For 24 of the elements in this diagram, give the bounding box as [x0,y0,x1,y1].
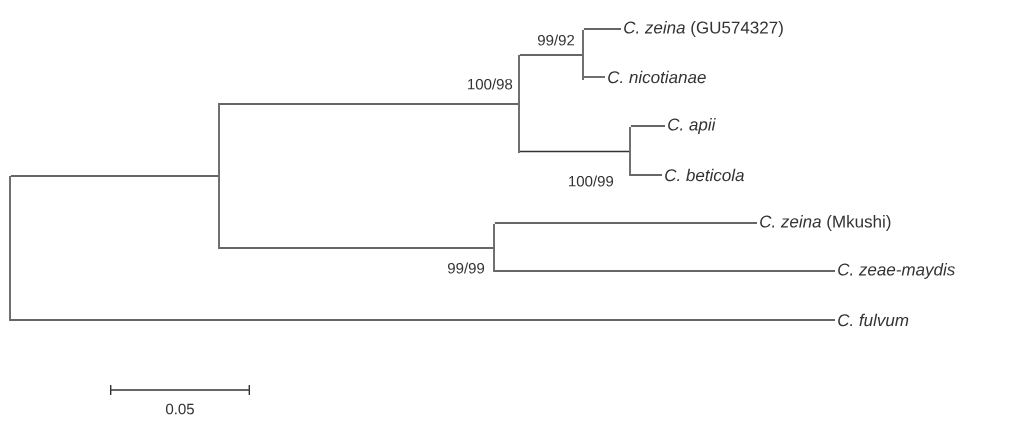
branch-line [219,103,519,105]
branch-line [494,222,758,224]
taxon-label: C. nicotianae [608,70,706,84]
branch-line [519,150,630,153]
taxon-label: C. zeina (Mkushi) [760,215,891,231]
taxon-label: C. beticola [665,168,744,182]
bootstrap-label: 100/99 [569,175,614,187]
branch-line [10,175,219,177]
scale-label: 0.05 [166,403,194,415]
branch-line [219,247,494,249]
branch-line [630,174,663,176]
branch-line [630,125,666,127]
branch-line [494,270,836,272]
branch-line [583,76,606,78]
taxon-label: C. zeina (GU574327) [624,21,783,37]
bootstrap-label: 100/98 [468,78,513,90]
branch-line [519,54,583,56]
taxon-label: C. fulvum [838,313,909,327]
branch-line [10,319,836,321]
branch-line [583,28,622,30]
taxon-label: C. apii [668,118,716,134]
bootstrap-label: 99/99 [448,262,485,274]
taxon-label: C. zeae-maydis [838,263,955,279]
bootstrap-label: 99/92 [538,34,575,46]
